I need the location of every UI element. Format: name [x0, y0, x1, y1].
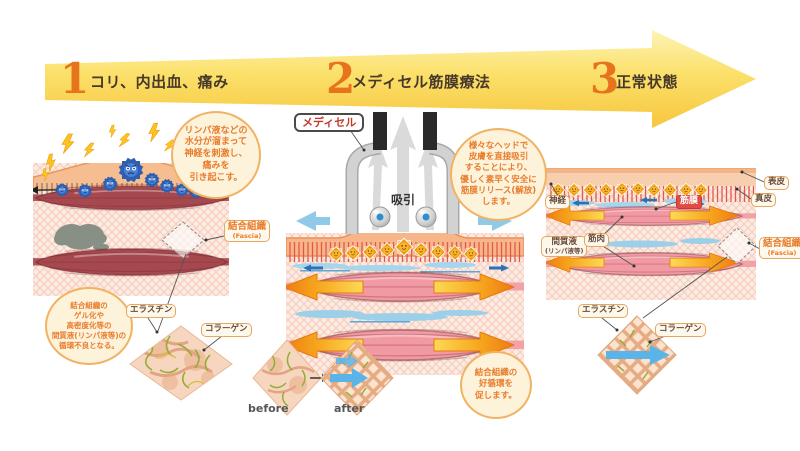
progress-arrow — [45, 30, 756, 128]
speech-bubble-good-circulation: 結合組織の 好循環を 促します。 — [460, 351, 532, 419]
bubble-line: リンパ液などの — [184, 125, 248, 136]
bubble-line: 皮膚を直接吸引 — [468, 152, 529, 163]
medicel-device-label: メディセル — [294, 113, 365, 133]
fascia-patch-after — [320, 339, 394, 416]
bubble-line: 様々なヘッドで — [468, 141, 529, 152]
stage-1-label: コリ、内出血、痛み — [90, 73, 229, 91]
fascia-label-en: (Fascia) — [767, 248, 797, 257]
bubble-line: 優しく素早く安全に — [460, 174, 537, 185]
fascia-patch-disordered — [129, 325, 233, 401]
collagen-label-right: コラーゲン — [655, 323, 706, 337]
interstitial-fluid-jp: 間質液 — [551, 237, 577, 247]
fascia-label-jp: 結合組織 — [763, 238, 800, 249]
speech-bubble-gelation: 結合組織の ゲル化や 高密度化等の 間質液(リンパ液等)の 循環不良となる。 — [45, 287, 133, 365]
suction-label: 吸引 — [391, 193, 416, 207]
bubble-line: 好循環を — [478, 379, 513, 390]
bubble-line: 神経を刺激し、 — [184, 149, 248, 160]
muscle-label: 筋肉 — [584, 233, 610, 247]
speech-bubble-suction-heads: 様々なヘッドで 皮膚を直接吸引 することにより、 優しく素早く安全に 筋膜リリー… — [450, 128, 547, 221]
after-label: after — [334, 402, 365, 415]
fascia-patch-before — [252, 339, 322, 416]
device-handle — [373, 112, 387, 150]
nerve-label: 神経 — [545, 195, 571, 209]
water-layer — [292, 262, 509, 273]
water-layer — [295, 310, 488, 323]
bubble-line: 促します。 — [475, 390, 517, 401]
stage-3-label: 正常状態 — [616, 73, 679, 91]
bubble-line: 痛みを — [202, 160, 230, 171]
bubble-line: します。 — [481, 196, 516, 207]
bubble-line: 結合組織の — [70, 300, 108, 310]
medicel-device — [345, 112, 460, 234]
speech-bubble-lymph-pain: リンパ液などの 水分が溜まって 神経を刺激し、 痛みを 引き起こす。 — [171, 111, 261, 199]
stage-3-number: 3 — [590, 54, 620, 103]
before-label: before — [248, 402, 289, 415]
bubble-line: 筋膜リリース(解放) — [460, 185, 537, 196]
collagen-label-left: コラーゲン — [201, 323, 252, 337]
fascia-label-left: 結合組織 (Fascia) — [224, 220, 271, 243]
skin-pull-arrow-right — [478, 211, 512, 231]
elastin-label-right: エラスチン — [578, 304, 629, 318]
dermis-label: 真皮 — [751, 193, 777, 207]
skin-pull-arrow-left — [296, 211, 330, 231]
bubble-line: 間質液(リンパ液等)の — [51, 331, 127, 341]
stage2-illustration — [252, 112, 524, 416]
bubble-line: することにより、 — [464, 163, 533, 174]
bubble-line: 水分が溜まって — [184, 137, 248, 148]
stage-2-label: メディセル筋膜療法 — [352, 73, 491, 91]
fascia-label-jp: 結合組織 — [228, 221, 267, 232]
bubble-line: 結合組織の — [474, 367, 518, 378]
device-handle — [423, 112, 437, 150]
epidermis-label: 表皮 — [764, 176, 790, 190]
interstitial-fluid-sub: (リンパ液等) — [545, 246, 584, 255]
bubble-line: 引き起こす。 — [189, 172, 243, 183]
fascia-membrane-label: 筋膜 — [676, 195, 703, 209]
bubble-line: ゲル化や — [74, 310, 104, 320]
fascia-label-en: (Fascia) — [232, 231, 262, 240]
stage-1-number: 1 — [60, 54, 90, 103]
interstitial-fluid-label: 間質液 (リンパ液等) — [541, 236, 588, 258]
bubble-line: 循環不良となる。 — [59, 341, 119, 351]
bubble-line: 高密度化等の — [66, 320, 112, 330]
fascia-label-right: 結合組織 (Fascia) — [759, 237, 800, 260]
stage-2-number: 2 — [326, 54, 356, 103]
elastin-label-left: エラスチン — [126, 304, 177, 318]
